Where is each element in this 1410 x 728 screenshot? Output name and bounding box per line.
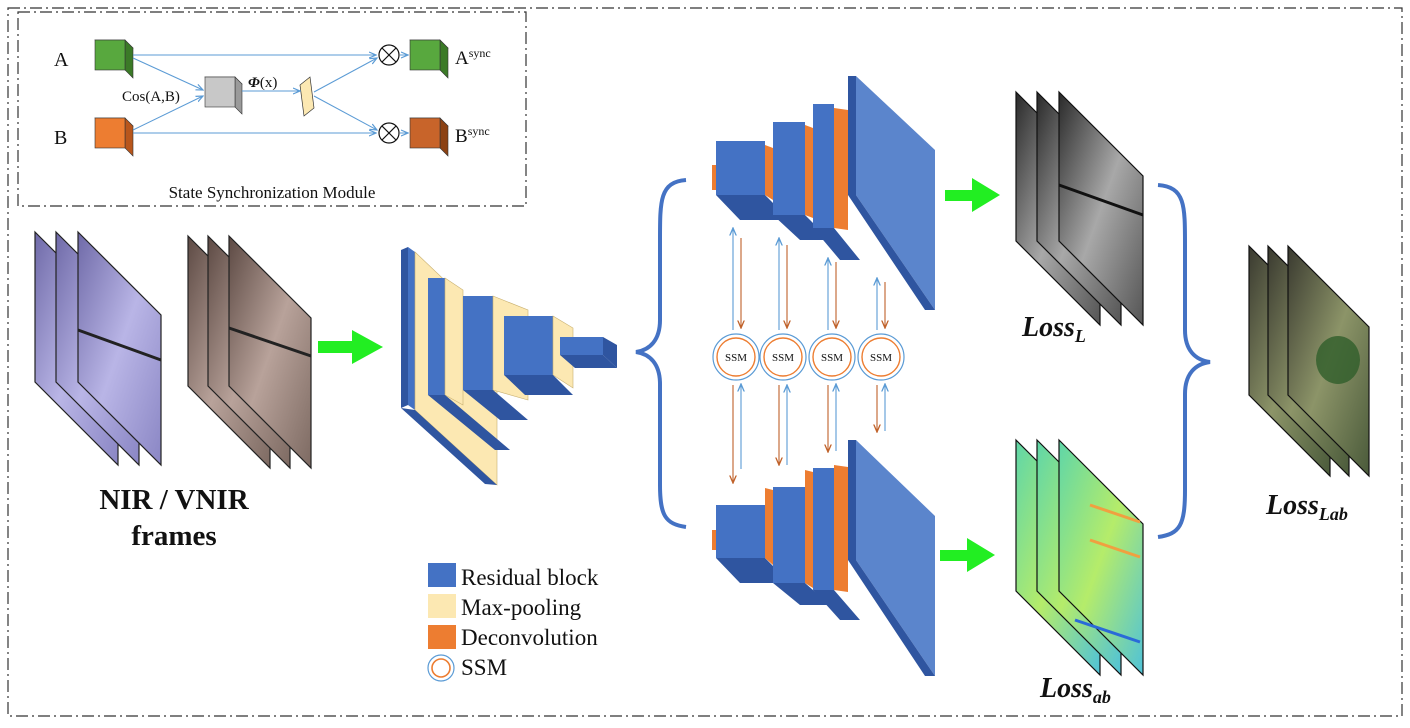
- legend-residual-block: Residual block: [428, 563, 599, 590]
- svg-text:SSM: SSM: [772, 352, 794, 364]
- svg-text:SSM: SSM: [821, 352, 843, 364]
- loss-l-label: LossL: [1021, 312, 1086, 346]
- cube-b-input: [94, 117, 134, 157]
- input-label-line2: frames: [131, 520, 216, 552]
- loss-ab-label: Lossab: [1039, 673, 1111, 707]
- svg-text:SSM: SSM: [725, 352, 747, 364]
- legend: Residual block Max-pooling Deconvolution…: [427, 563, 599, 682]
- svg-text:SSM: SSM: [870, 352, 892, 364]
- cube-a-sync: [409, 39, 449, 79]
- ssm-module-title: State Synchronization Module: [169, 183, 376, 202]
- label-a: A: [54, 49, 69, 71]
- left-brace: [635, 178, 687, 529]
- ssm-connections: [733, 228, 885, 483]
- encoder: [401, 247, 617, 486]
- input-label-line1: NIR / VNIR: [99, 484, 249, 516]
- label-phi: Φ(x): [248, 75, 277, 91]
- legend-max-pooling: Max-pooling: [428, 594, 582, 620]
- nir-frame-stack: [34, 230, 162, 467]
- label-b-sync: Bsync: [455, 124, 490, 147]
- legend-deconvolution: Deconvolution: [428, 625, 598, 650]
- ssm-node-2: SSM: [759, 333, 807, 381]
- decoder-bottom: [712, 440, 935, 676]
- svg-text:Residual block: Residual block: [461, 565, 599, 590]
- multiply-b: [378, 122, 400, 144]
- ssm-module-inset: A B Cos(A,B) Φ(x) Async Bsync State Sync…: [17, 11, 527, 207]
- cube-b-sync: [409, 117, 449, 157]
- output-lab-stack: [1248, 244, 1370, 478]
- output-l-stack: [1015, 90, 1144, 327]
- green-arrow-bottom: [940, 538, 995, 572]
- cube-cos-similarity: [204, 76, 243, 115]
- ssm-node-1: SSM: [712, 333, 760, 381]
- multiply-a: [378, 44, 400, 66]
- label-cos: Cos(A,B): [122, 89, 180, 105]
- vnir-frame-stack: [187, 234, 312, 470]
- decoder-top: [712, 76, 935, 310]
- outer-frame: [7, 7, 1403, 717]
- right-brace: [1157, 183, 1211, 539]
- svg-text:Deconvolution: Deconvolution: [461, 625, 598, 650]
- svg-text:Max-pooling: Max-pooling: [461, 595, 582, 620]
- ssm-node-3: SSM: [808, 333, 856, 381]
- output-ab-stack: [1015, 438, 1144, 677]
- green-arrow-input: [318, 330, 383, 364]
- loss-lab-label: LossLab: [1265, 490, 1348, 524]
- label-b: B: [54, 127, 67, 149]
- label-a-sync: Async: [455, 46, 491, 69]
- green-arrow-top: [945, 178, 1000, 212]
- svg-text:SSM: SSM: [461, 655, 507, 680]
- phi-plane: [299, 76, 315, 117]
- ssm-node-4: SSM: [857, 333, 905, 381]
- legend-ssm: SSM: [427, 654, 507, 682]
- cube-a-input: [94, 39, 134, 79]
